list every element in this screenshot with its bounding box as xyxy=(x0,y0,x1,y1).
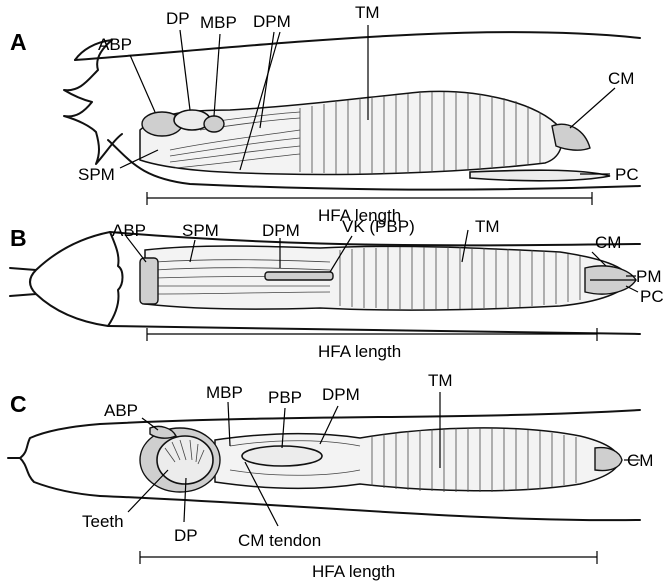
panel-c-cm-shape xyxy=(595,448,622,471)
panel-b-letter: B xyxy=(10,225,27,251)
panel-a-tm-fibres xyxy=(300,92,540,174)
panel-b-abp-shape xyxy=(140,258,158,304)
panel-c-label-pbp: PBP xyxy=(268,388,302,407)
panel-a-letter: A xyxy=(10,29,27,55)
panel-a-label-abp: ABP xyxy=(98,35,132,54)
panel-c-pbp-shape xyxy=(242,446,322,466)
panel-a-pc-shape xyxy=(470,170,610,181)
panel-b-label-cm: CM xyxy=(595,233,621,252)
panel-c-label-teeth: Teeth xyxy=(82,512,124,531)
panel-b-label-pc: PC xyxy=(640,287,664,306)
panel-b-head-outline xyxy=(10,232,123,326)
panel-b-tm-fibres xyxy=(340,247,580,309)
panel-a-label-dpm: DPM xyxy=(253,12,291,31)
panel-c-label-mbp: MBP xyxy=(206,383,243,402)
panel-c-label-cm: CM xyxy=(627,451,653,470)
panel-a-label-dp: DP xyxy=(166,9,190,28)
panel-c-label-dpm: DPM xyxy=(322,385,360,404)
panel-b-label-dpm: DPM xyxy=(262,221,300,240)
panel-c-measure-label: HFA length xyxy=(312,562,395,581)
panel-a-cm-shape xyxy=(552,124,590,150)
panel-c-label-tm: TM xyxy=(428,371,453,390)
panel-b-measure-label: HFA length xyxy=(318,342,401,361)
panel-a-label-pc: PC xyxy=(615,165,639,184)
panel-b-label-vk: VK (PBP) xyxy=(342,217,415,236)
panel-c-head-outline xyxy=(8,424,100,496)
panel-a-measure-bar xyxy=(147,192,592,205)
panel-c: C ABP MBP PBP DPM TM CM Teeth DP CM tend… xyxy=(8,371,653,581)
panel-b-label-abp: ABP xyxy=(112,221,146,240)
panel-b-vk-shape xyxy=(265,272,333,280)
panel-a: A ABP DP MBP DPM TM CM PC SPM HFA length xyxy=(10,3,640,225)
panel-a-label-cm: CM xyxy=(608,69,634,88)
panel-a-mbp-shape xyxy=(204,116,224,132)
panel-c-label-abp: ABP xyxy=(104,401,138,420)
panel-c-dp-shape xyxy=(157,436,213,484)
panel-a-label-mbp: MBP xyxy=(200,13,237,32)
panel-c-label-dp: DP xyxy=(174,526,198,545)
panel-b-label-spm: SPM xyxy=(182,221,219,240)
panel-b-label-pm: PM xyxy=(636,267,662,286)
panel-b-muscle-band xyxy=(145,246,632,310)
panel-c-label-cm-tendon: CM tendon xyxy=(238,531,321,550)
panel-b: B ABP SPM DPM VK (PBP) TM CM PM PC HFA l… xyxy=(10,217,664,361)
panel-b-label-tm: TM xyxy=(475,217,500,236)
panel-a-muscle-band xyxy=(140,91,562,174)
panel-a-label-spm: SPM xyxy=(78,165,115,184)
panel-c-letter: C xyxy=(10,391,27,417)
panel-a-label-tm: TM xyxy=(355,3,380,22)
